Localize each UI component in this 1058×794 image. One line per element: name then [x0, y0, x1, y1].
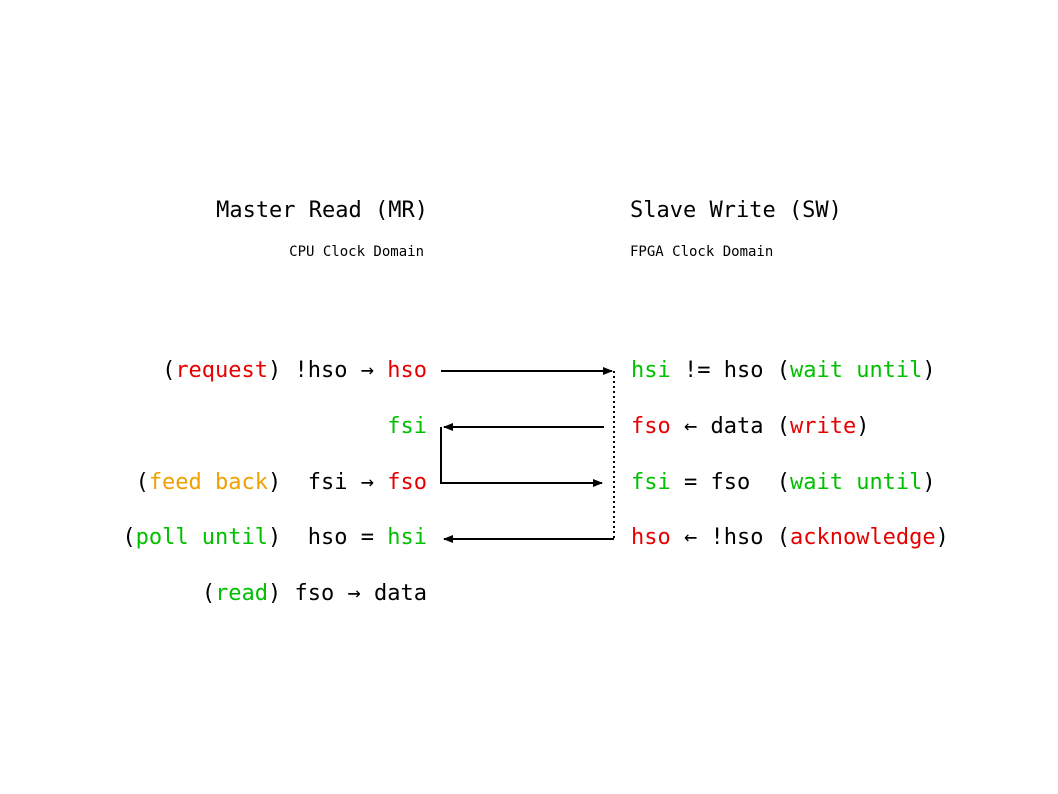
slave-step-4-segment: ) [935, 525, 949, 550]
master-subtitle: CPU Clock Domain [289, 244, 424, 260]
slave-step-1-segment: wait until [789, 358, 923, 383]
master-step-4-segment: ( [122, 525, 136, 550]
master-title: Master Read (MR) [216, 198, 428, 223]
slave-step-2-segment: ) [856, 414, 870, 439]
slave-step-3-segment: = fso ( [670, 470, 790, 495]
master-step-3-segment: ) fsi → [268, 470, 388, 495]
master-step-5-segment: read [215, 581, 269, 606]
master-step-5-segment: ( [201, 581, 216, 606]
slave-step-4-segment: acknowledge [789, 525, 936, 550]
slave-step-2-segment: ← data ( [670, 414, 790, 439]
master-step-1-segment: ) !hso → [268, 358, 388, 383]
slave-step-1: hsi != hso (wait until) [631, 358, 936, 384]
master-step-1-segment: hso [387, 358, 427, 383]
feedback-arrow [440, 427, 603, 487]
master-step-1-segment: ( [162, 358, 176, 383]
master-step-3-segment: feed back [148, 470, 269, 495]
slave-step-2-segment: fso [631, 414, 671, 439]
master-step-5: (read) fso → data [202, 581, 427, 607]
slave-step-4: hso ← !hso (acknowledge) [631, 525, 949, 551]
slave-step-3-segment: ) [922, 470, 936, 495]
slave-step-1-segment: hsi [631, 358, 671, 383]
slave-step-3: fsi = fso (wait until) [631, 470, 936, 496]
master-step-1: (request) !hso → hso [162, 358, 427, 384]
master-step-3: (feed back) fsi → fso [136, 470, 427, 496]
slave-step-4-segment: hso [631, 525, 671, 550]
slave-step-3-segment: wait until [789, 470, 923, 495]
master-step-2-segment: fsi [387, 414, 427, 439]
master-step-1-segment: request [175, 358, 269, 383]
slave-subtitle: FPGA Clock Domain [630, 244, 774, 260]
slave-step-4-segment: ← !hso ( [670, 525, 790, 550]
slave-title: Slave Write (SW) [630, 198, 842, 223]
master-step-4-segment: poll until [135, 525, 269, 550]
master-step-4: (poll until) hso = hsi [122, 525, 427, 551]
master-step-4-segment: hsi [387, 525, 427, 550]
master-step-2: fsi [387, 414, 427, 440]
master-step-4-segment: ) hso = [268, 525, 388, 550]
master-step-5-segment: ) fso → data [268, 581, 427, 606]
slave-step-2: fso ← data (write) [631, 414, 869, 440]
slave-step-2-segment: write [789, 414, 857, 439]
slave-step-1-segment: != hso ( [670, 358, 790, 383]
slave-step-3-segment: fsi [631, 470, 671, 495]
master-step-3-segment: fso [387, 470, 427, 495]
slave-step-1-segment: ) [922, 358, 936, 383]
master-step-3-segment: ( [135, 470, 149, 495]
